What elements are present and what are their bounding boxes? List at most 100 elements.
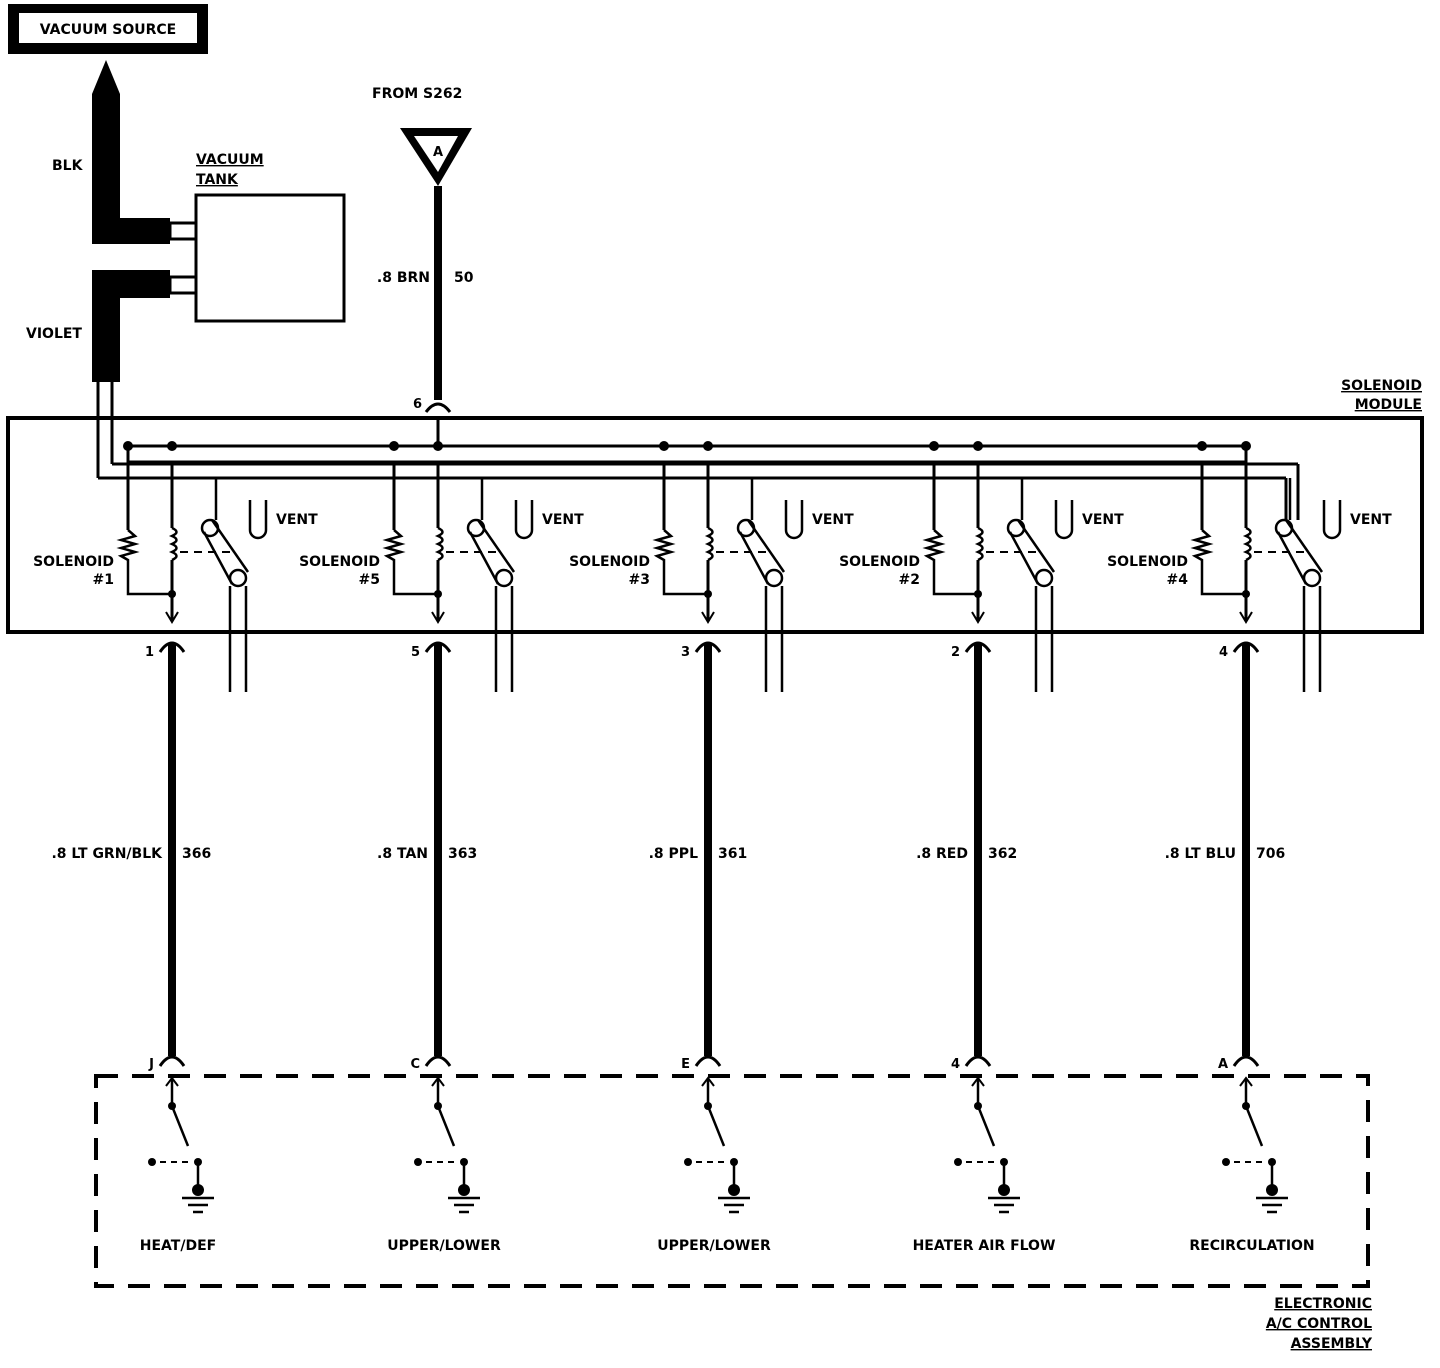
solenoid-coil — [704, 526, 714, 562]
switch-blade — [170, 1105, 190, 1147]
brn-circuit-label: 50 — [454, 270, 474, 286]
vent-port — [514, 500, 534, 540]
module-connector — [1232, 641, 1260, 653]
resistor-symbol — [652, 529, 708, 596]
solenoid-number: #2 — [899, 572, 920, 588]
ac-control-title-1: ELECTRONIC — [1274, 1296, 1372, 1312]
function-label: UPPER/LOWER — [387, 1238, 501, 1254]
wire-color-label: .8 TAN — [377, 846, 428, 862]
solenoid-number: #3 — [629, 572, 650, 588]
solenoid-coil — [168, 526, 178, 562]
control-pin-label: E — [681, 1057, 690, 1072]
ground-node — [728, 1184, 740, 1196]
control-connector — [694, 1055, 722, 1067]
blk-vacuum-hose — [92, 60, 198, 244]
s262-symbol-letter: A — [433, 145, 443, 160]
module-connector — [964, 641, 992, 653]
arrow-head — [1239, 611, 1253, 624]
brn-wire-label: .8 BRN — [377, 270, 430, 286]
vent-port — [248, 500, 268, 540]
solenoid-label: SOLENOID — [33, 554, 114, 570]
vent-port — [1054, 500, 1074, 540]
vent-label: VENT — [276, 512, 318, 528]
ac-control-title-2: A/C CONTROL — [1266, 1316, 1372, 1332]
valve-arm — [210, 519, 250, 573]
bus-junction-dot — [973, 441, 983, 451]
arrow-head — [701, 611, 715, 624]
ground-node — [1266, 1184, 1278, 1196]
vacuum-supply-rail — [98, 462, 1300, 520]
resistor-symbol — [382, 529, 438, 596]
resistor-symbol — [1190, 529, 1246, 596]
valve-arm — [1016, 519, 1056, 573]
circuit-number-label: 363 — [448, 846, 477, 862]
junction-dot — [1242, 590, 1250, 598]
control-connector — [158, 1055, 186, 1067]
solenoid-label: SOLENOID — [1107, 554, 1188, 570]
vent-label: VENT — [542, 512, 584, 528]
module-pin-label: 2 — [951, 645, 960, 660]
solenoid-number: #4 — [1167, 572, 1189, 588]
power-bus — [126, 420, 1248, 464]
feed-connector — [424, 402, 452, 413]
control-pin-label: J — [148, 1057, 154, 1072]
ground-node — [998, 1184, 1010, 1196]
module-connector — [424, 641, 452, 653]
solenoid-module-box — [6, 416, 1424, 634]
s262-connector-symbol: A — [400, 128, 472, 186]
violet-vacuum-hose — [92, 270, 198, 478]
bus-junction-dot — [167, 441, 177, 451]
bus-junction-dot — [659, 441, 669, 451]
from-s262-label: FROM S262 — [372, 86, 462, 102]
circuit-number-label: 706 — [1256, 846, 1285, 862]
solenoid-module-title-2: MODULE — [1355, 397, 1422, 413]
control-pin-label: C — [410, 1057, 420, 1072]
vacuum-source-block: VACUUM SOURCE — [8, 4, 208, 54]
resistor-symbol — [116, 529, 172, 596]
vacuum-tank — [194, 193, 346, 323]
switch-contact — [148, 1158, 156, 1166]
solenoid-number: #1 — [93, 572, 114, 588]
junction-dot — [168, 590, 176, 598]
switch-contact — [954, 1158, 962, 1166]
vent-label: VENT — [1082, 512, 1124, 528]
solenoid-label: SOLENOID — [839, 554, 920, 570]
ground-node — [192, 1184, 204, 1196]
bus-junction-dot — [433, 441, 443, 451]
bus-junction-dot — [703, 441, 713, 451]
switch-contact — [1222, 1158, 1230, 1166]
valve-arm — [1008, 531, 1040, 585]
wire-color-label: .8 RED — [916, 846, 968, 862]
vent-label: VENT — [812, 512, 854, 528]
arrow-head — [971, 611, 985, 624]
module-pin-label: 1 — [145, 645, 154, 660]
control-connector — [1232, 1055, 1260, 1067]
bus-junction-dot — [929, 441, 939, 451]
vacuum-source-label: VACUUM SOURCE — [40, 22, 177, 38]
control-pin-label: 4 — [951, 1057, 960, 1072]
wire-color-label: .8 PPL — [649, 846, 698, 862]
control-connector — [964, 1055, 992, 1067]
switch-blade — [976, 1105, 996, 1147]
ground-node — [458, 1184, 470, 1196]
switch-blade — [706, 1105, 726, 1147]
arrow-head — [431, 611, 445, 624]
switch-contact — [684, 1158, 692, 1166]
valve-arm — [738, 531, 770, 585]
valve-arm — [1284, 519, 1324, 573]
solenoid-module-title-1: SOLENOID — [1341, 378, 1422, 394]
wire-color-label: .8 LT GRN/BLK — [51, 846, 163, 862]
ac-control-title-3: ASSEMBLY — [1291, 1336, 1373, 1352]
valve-arm — [202, 531, 234, 585]
vent-label: VENT — [1350, 512, 1392, 528]
circuit-number-label: 362 — [988, 846, 1017, 862]
module-connector — [694, 641, 722, 653]
valve-arm — [746, 519, 786, 573]
vent-port — [1322, 500, 1342, 540]
module-connector — [158, 641, 186, 653]
feed-pin-label: 6 — [413, 397, 422, 412]
valve-arm — [1276, 531, 1308, 585]
